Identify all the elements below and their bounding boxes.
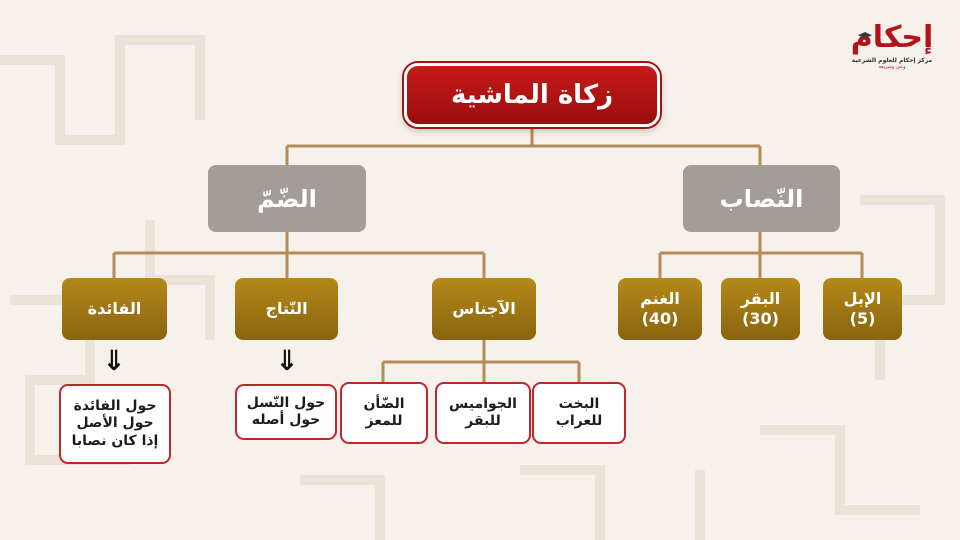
damm-item-nitaj: النّتاج	[235, 278, 338, 340]
item-name: الآجناس	[452, 299, 516, 318]
note-line: للعراب	[555, 413, 603, 429]
item-value: (30)	[742, 309, 779, 328]
item-name: الفائدة	[87, 299, 142, 318]
ajnas-note-sheep: الضّأن للمعز	[340, 382, 428, 444]
item-name: النّتاج	[265, 299, 308, 318]
item-value: (5)	[849, 309, 876, 328]
diagram-title: زكاة الماشية	[404, 63, 660, 127]
nisab-node: النّصاب	[683, 165, 840, 232]
nisab-item-sheep: الغنم (40)	[618, 278, 702, 340]
graduation-cap-icon	[858, 32, 872, 39]
note-line: حول الأصل	[76, 415, 154, 432]
item-name: الإبل	[843, 289, 882, 308]
ajnas-note-buffalo: الجواميس للبقر	[435, 382, 531, 444]
nitaj-note: حول النّسل حول أصله	[235, 384, 337, 440]
nisab-item-cattle: البقر (30)	[721, 278, 800, 340]
nitaj-arrow-icon: ⇓	[275, 344, 299, 377]
note-line: للمعز	[365, 413, 403, 429]
item-value: (40)	[641, 309, 679, 328]
note-line: البخت	[558, 395, 600, 412]
note-line: الضّأن	[363, 395, 405, 412]
brand-logo: إحكام مركز إحكام للعلوم الشرعية وعي وشري…	[846, 22, 938, 100]
note-line: حول النّسل	[246, 394, 326, 411]
nisab-item-camels: الإبل (5)	[823, 278, 902, 340]
note-line: حول أصله	[251, 412, 321, 428]
ajnas-note-camels: البخت للعراب	[532, 382, 626, 444]
logo-tagline: وعي وشريعة	[878, 63, 906, 70]
note-line: الجواميس	[449, 395, 517, 412]
faida-arrow-icon: ⇓	[102, 344, 126, 377]
note-line: للبقر	[465, 413, 501, 429]
logo-wordmark: إحكام	[850, 20, 934, 55]
damm-item-ajnas: الآجناس	[432, 278, 536, 340]
item-name: الغنم	[640, 289, 680, 308]
logo-subtitle: مركز إحكام للعلوم الشرعية	[851, 56, 933, 64]
note-line: حول الفائدة	[73, 397, 157, 414]
faida-note: حول الفائدة حول الأصل إذا كان نصابا	[59, 384, 171, 464]
item-name: البقر	[740, 289, 781, 308]
damm-item-faida: الفائدة	[62, 278, 167, 340]
damm-node: الضّمّ	[208, 165, 366, 232]
note-line: إذا كان نصابا	[71, 432, 159, 449]
